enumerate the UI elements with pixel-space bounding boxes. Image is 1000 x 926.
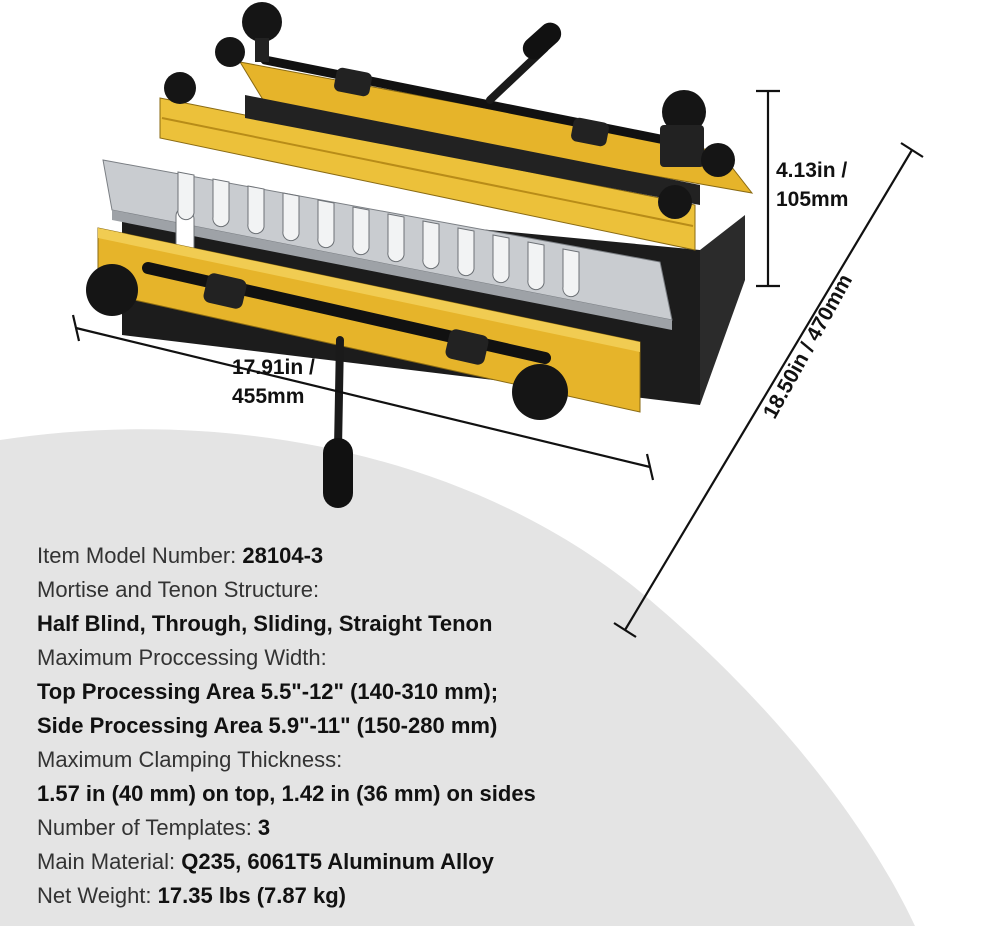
- dovetail-jig-image: [86, 2, 754, 508]
- spec-structure-label: Mortise and Tenon Structure:: [37, 577, 320, 602]
- spec-templates: Number of Templates: 3: [37, 815, 271, 840]
- spec-clamping-label: Maximum Clamping Thickness:: [37, 747, 343, 772]
- spec-item-model: Item Model Number: 28104-3: [37, 543, 324, 568]
- spec-width-side: Side Processing Area 5.9"-11" (150-280 m…: [37, 713, 498, 738]
- width-dimension-line: [75, 326, 651, 469]
- spec-width-top: Top Processing Area 5.5"-12" (140-310 mm…: [37, 679, 499, 704]
- dimension-lines: [71, 89, 924, 638]
- depth-dimension-line: [624, 149, 913, 631]
- spec-clamping-value: 1.57 in (40 mm) on top, 1.42 in (36 mm) …: [37, 781, 536, 806]
- spec-material: Main Material: Q235, 6061T5 Aluminum All…: [37, 849, 494, 874]
- height-dimension-label: 4.13in / 105mm: [776, 159, 849, 211]
- width-dimension-label: 17.91in / 455mm: [232, 356, 315, 408]
- spec-list: Item Model Number: 28104-3 Mortise and T…: [37, 539, 737, 913]
- spec-structure-value: Half Blind, Through, Sliding, Straight T…: [37, 611, 493, 636]
- background-curve: [0, 429, 915, 926]
- spec-width-label: Maximum Proccessing Width:: [37, 645, 327, 670]
- spec-weight: Net Weight: 17.35 lbs (7.87 kg): [37, 883, 346, 908]
